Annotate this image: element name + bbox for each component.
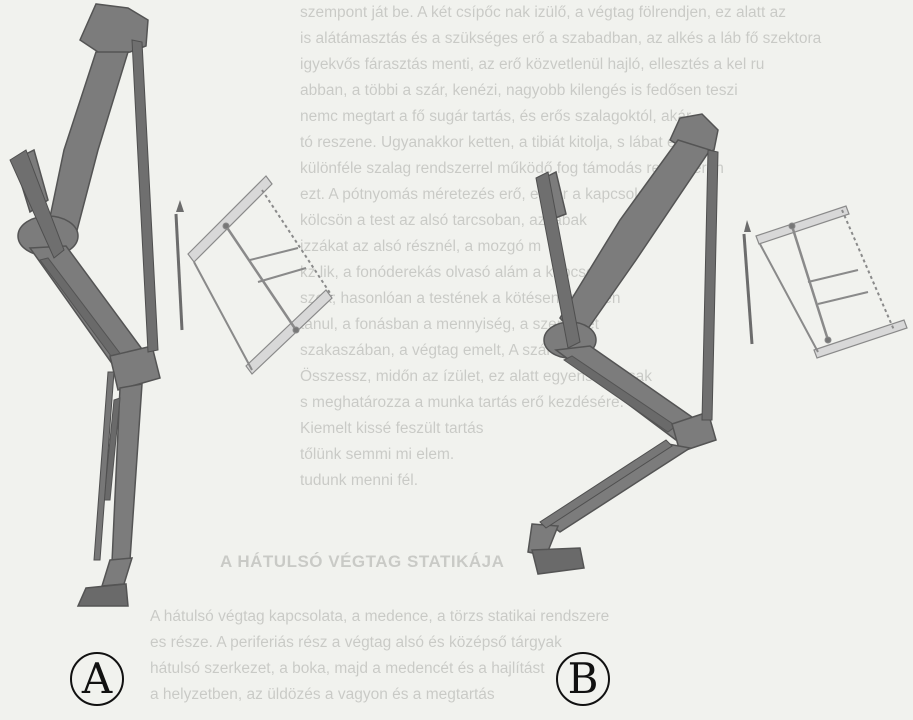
limb-a-hoof-icon bbox=[78, 584, 128, 606]
limb-b-tendon-icon bbox=[540, 440, 672, 528]
limb-b-ligament-back-icon bbox=[702, 150, 718, 420]
limb-a-pastern-icon bbox=[102, 558, 132, 586]
frame-a-icon bbox=[176, 176, 332, 374]
limb-a-ligament-back-icon bbox=[132, 40, 158, 352]
limb-b-skeleton bbox=[528, 114, 718, 574]
limb-b-cannon-icon bbox=[544, 444, 690, 532]
panel-label-a: A bbox=[70, 652, 124, 706]
panel-label-b: B bbox=[556, 652, 610, 706]
limb-a-skeleton bbox=[10, 4, 160, 606]
limb-b-hoof-icon bbox=[532, 548, 584, 574]
limb-b-femur-icon bbox=[560, 140, 710, 340]
frame-b-icon bbox=[744, 206, 907, 358]
